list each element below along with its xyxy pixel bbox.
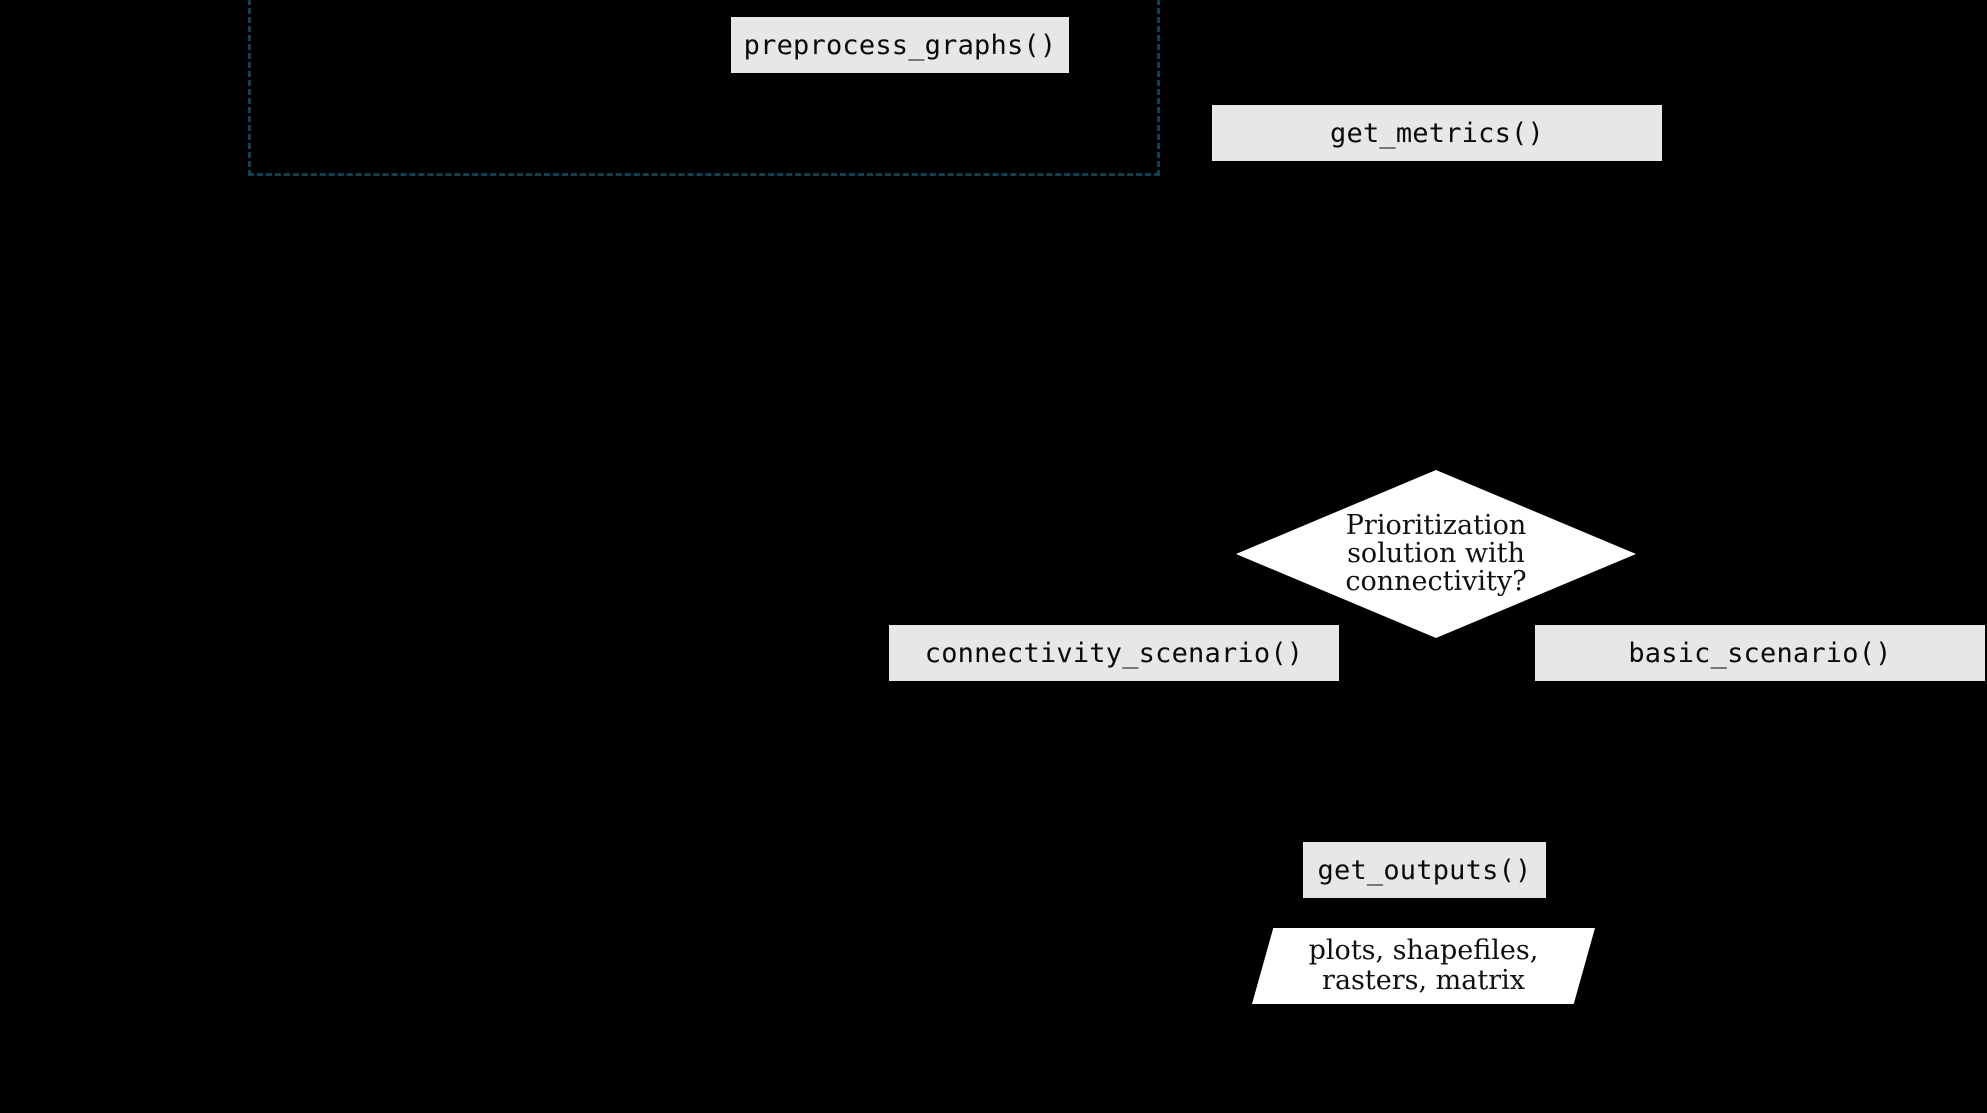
node-get-metrics-label: get_metrics() (1330, 117, 1544, 149)
node-decision-prioritization[interactable]: Prioritization solution with connectivit… (1236, 470, 1636, 638)
node-basic-scenario[interactable]: basic_scenario() (1535, 625, 1985, 681)
group-container-dashed (248, 0, 1160, 176)
node-get-outputs[interactable]: get_outputs() (1303, 842, 1546, 898)
diamond-shape (1236, 470, 1636, 638)
node-basic-scenario-label: basic_scenario() (1628, 637, 1892, 669)
node-preprocess-graphs[interactable]: preprocess_graphs() (731, 17, 1069, 73)
parallelogram-shape (1252, 928, 1595, 1004)
node-get-outputs-label: get_outputs() (1317, 854, 1532, 886)
node-get-metrics[interactable]: get_metrics() (1212, 105, 1662, 161)
node-outputs-artifacts[interactable]: plots, shapefiles, rasters, matrix (1252, 928, 1595, 1004)
node-connectivity-scenario[interactable]: connectivity_scenario() (889, 625, 1339, 681)
node-connectivity-scenario-label: connectivity_scenario() (924, 637, 1304, 669)
node-preprocess-graphs-label: preprocess_graphs() (743, 29, 1057, 61)
